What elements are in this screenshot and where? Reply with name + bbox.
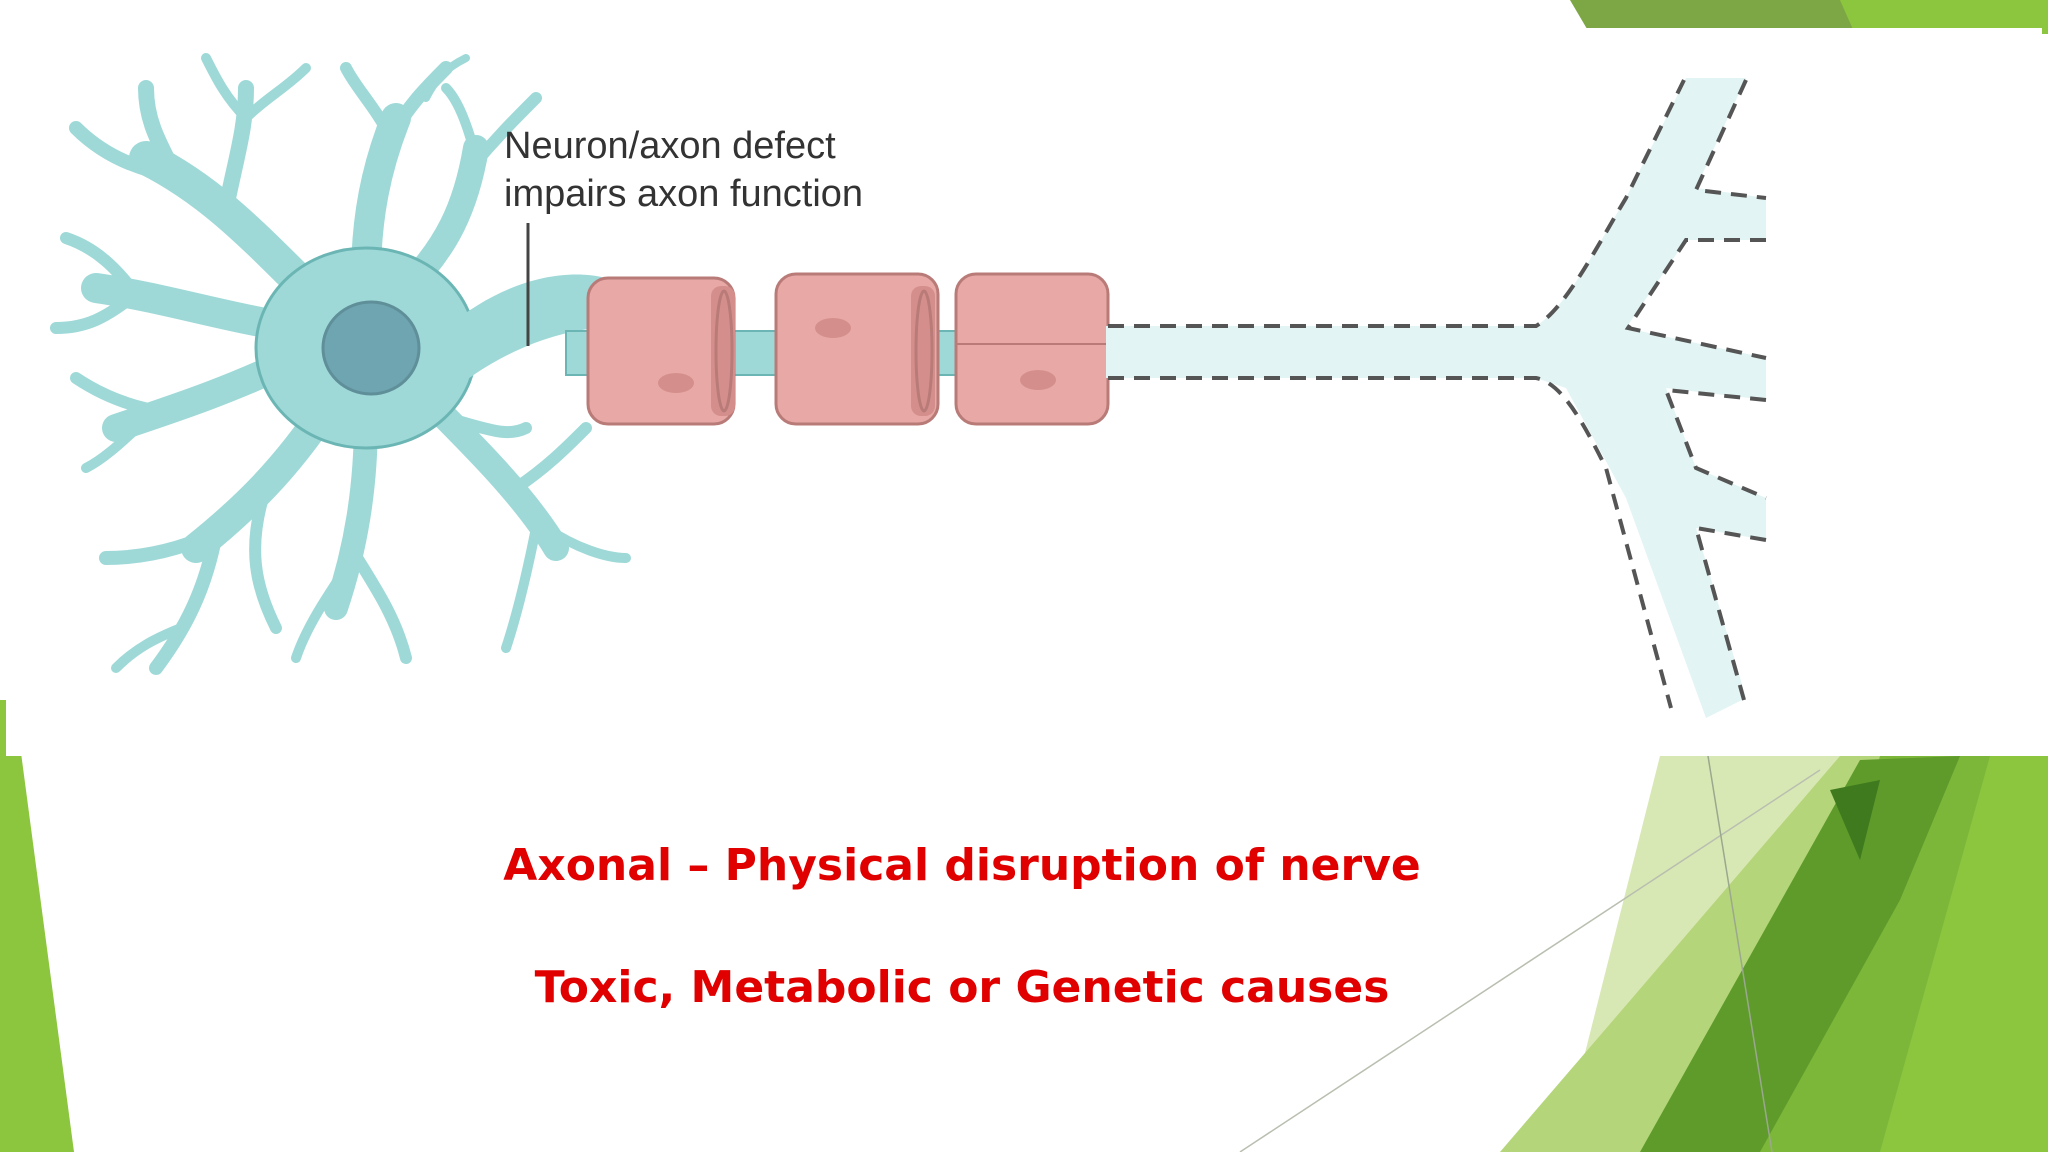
myelin-segment	[774, 272, 940, 426]
cell-body	[254, 246, 606, 450]
damaged-axon	[1106, 78, 1767, 718]
myelin-sheaths	[586, 272, 1110, 426]
diagram-label-line-1: Neuron/axon defect	[504, 125, 836, 167]
myelin-segment	[954, 272, 1110, 426]
bottom-right-deep-facet	[1830, 780, 1880, 860]
slide-caption-axonal: Axonal – Physical disruption of nerve	[503, 840, 1421, 891]
left-green-accent	[0, 700, 74, 1152]
bottom-right-bright-facet	[1880, 756, 2048, 1152]
diagram-label-line-2: impairs axon function	[504, 173, 863, 215]
neuron-diagram: Neuron/axon defect impairs axon function	[6, 28, 2042, 756]
bottom-right-dark-facet	[1640, 756, 1960, 1152]
top-right-bright-accent	[1840, 0, 2048, 34]
diagonal-line	[1239, 769, 1821, 1152]
slide-caption-causes: Toxic, Metabolic or Genetic causes	[534, 962, 1390, 1013]
nucleus	[321, 300, 421, 396]
diagonal-line	[1707, 755, 1773, 1152]
